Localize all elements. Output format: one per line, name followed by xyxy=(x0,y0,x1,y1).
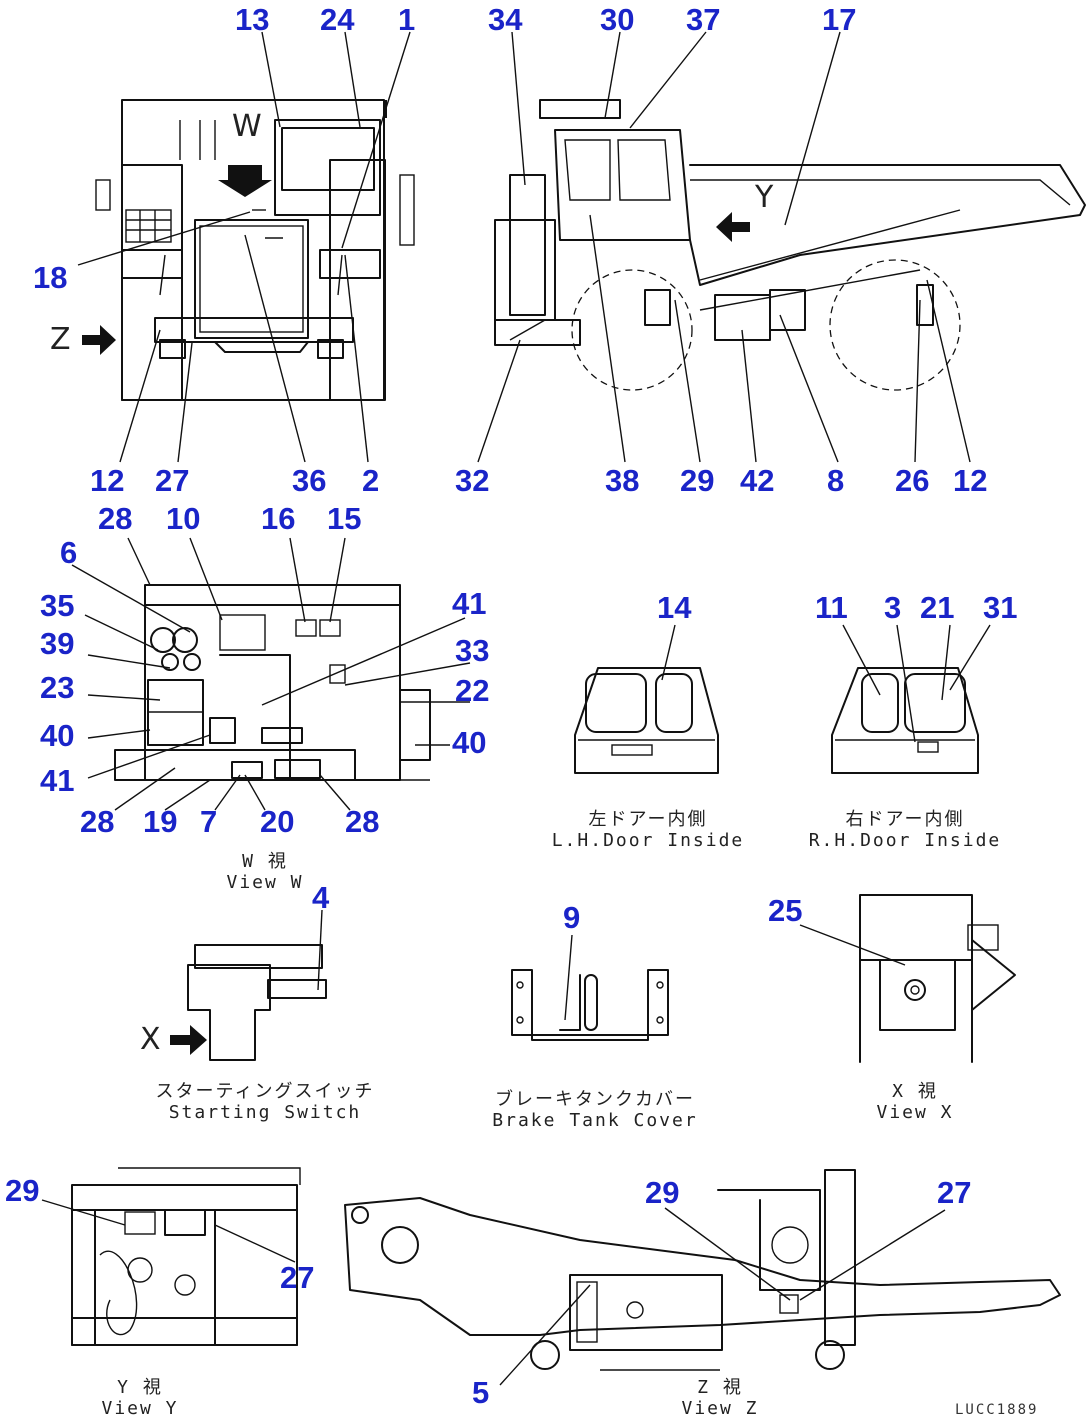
callout-39: 39 xyxy=(40,626,75,661)
callout-3: 3 xyxy=(884,590,902,625)
callout-32: 32 xyxy=(455,463,490,498)
callout-20: 20 xyxy=(260,804,295,839)
callout-29-side: 29 xyxy=(680,463,715,498)
view-x-caption-jp: X 視 xyxy=(892,1081,938,1102)
callout-27-view-y: 27 xyxy=(280,1260,315,1295)
drawing-code: LUCC1889 xyxy=(955,1402,1039,1418)
starting-switch-caption-en: Starting Switch xyxy=(168,1101,362,1123)
callout-1: 1 xyxy=(398,2,416,37)
callout-12-side: 12 xyxy=(953,463,988,498)
callout-6: 6 xyxy=(60,535,78,570)
callout-4: 4 xyxy=(312,880,330,915)
front-view-truck xyxy=(82,99,415,401)
callout-21: 21 xyxy=(920,590,955,625)
callout-29-view-z: 29 xyxy=(645,1175,680,1210)
callout-11: 11 xyxy=(815,590,848,625)
callout-38: 38 xyxy=(605,463,640,498)
callout-29-view-y: 29 xyxy=(5,1173,40,1208)
callout-24: 24 xyxy=(320,2,355,37)
view-y-caption-en: View Y xyxy=(101,1397,179,1419)
view-w-caption-en: View W xyxy=(226,871,304,893)
view-y-caption: Y 視 View Y xyxy=(95,1377,185,1419)
view-z-caption-en: View Z xyxy=(681,1397,759,1419)
view-z-caption: Z 視 View Z xyxy=(665,1377,775,1419)
callout-7: 7 xyxy=(200,804,218,839)
callout-37: 37 xyxy=(686,2,721,37)
callout-15: 15 xyxy=(327,501,362,536)
view-letter-x: X xyxy=(140,1022,161,1057)
callout-40-left: 40 xyxy=(40,718,75,753)
callout-22: 22 xyxy=(455,673,490,708)
view-letter-w: W xyxy=(232,109,262,144)
view-w-caption-jp: W 視 xyxy=(242,851,288,872)
view-w-drawing xyxy=(114,584,431,781)
callout-31: 31 xyxy=(983,590,1018,625)
leader-lines xyxy=(41,31,991,1386)
lh-door-caption-en: L.H.Door Inside xyxy=(551,829,745,851)
side-view-truck xyxy=(494,99,1086,391)
callout-33: 33 xyxy=(455,633,490,668)
callout-26: 26 xyxy=(895,463,930,498)
brake-tank-cover-drawing xyxy=(511,969,669,1041)
callout-23: 23 xyxy=(40,670,75,705)
lh-door-caption: 左ドアー内側 L.H.Door Inside xyxy=(548,809,748,851)
brake-tank-cover-caption: ブレーキタンクカバー Brake Tank Cover xyxy=(485,1089,705,1131)
callout-35: 35 xyxy=(40,588,75,623)
callout-18: 18 xyxy=(33,260,68,295)
callout-2: 2 xyxy=(362,463,380,498)
callout-19: 19 xyxy=(143,804,178,839)
view-z-drawing xyxy=(344,1169,1061,1371)
callout-25: 25 xyxy=(768,893,803,928)
view-y-caption-jp: Y 視 xyxy=(117,1377,163,1398)
callout-30: 30 xyxy=(600,2,635,37)
view-letter-y: Y xyxy=(755,180,774,215)
callout-12-front: 12 xyxy=(90,463,125,498)
view-x-caption: X 視 View X xyxy=(865,1081,965,1123)
callout-27-front: 27 xyxy=(155,463,190,498)
view-w-caption: W 視 View W xyxy=(205,851,325,893)
callout-28-bottom-right: 28 xyxy=(345,804,380,839)
callout-16: 16 xyxy=(261,501,296,536)
callout-9: 9 xyxy=(563,900,581,935)
rh-door-drawing xyxy=(831,667,979,774)
callout-40-right: 40 xyxy=(452,725,487,760)
callout-13: 13 xyxy=(235,2,270,37)
callout-41-right: 41 xyxy=(452,586,487,621)
view-x-drawing xyxy=(859,894,1016,1063)
brake-tank-cover-caption-jp: ブレーキタンクカバー xyxy=(495,1089,695,1110)
view-y-drawing xyxy=(71,1167,301,1346)
rh-door-caption-jp: 右ドアー内側 xyxy=(845,809,965,830)
callout-5: 5 xyxy=(472,1375,490,1410)
callout-36: 36 xyxy=(292,463,327,498)
view-z-caption-jp: Z 視 xyxy=(697,1377,743,1398)
brake-tank-cover-caption-en: Brake Tank Cover xyxy=(492,1109,698,1131)
lh-door-drawing xyxy=(574,667,719,774)
callout-28-bottom-left: 28 xyxy=(80,804,115,839)
rh-door-caption-en: R.H.Door Inside xyxy=(808,829,1002,851)
starting-switch-caption-jp: スターティングスイッチ xyxy=(155,1081,375,1102)
rh-door-caption: 右ドアー内側 R.H.Door Inside xyxy=(805,809,1005,851)
callout-34: 34 xyxy=(488,2,523,37)
callout-42: 42 xyxy=(740,463,775,498)
callout-10: 10 xyxy=(166,501,201,536)
callout-28-top: 28 xyxy=(98,501,133,536)
starting-switch-drawing xyxy=(170,944,327,1061)
callout-41-left: 41 xyxy=(40,763,75,798)
view-x-caption-en: View X xyxy=(876,1101,954,1123)
view-letter-z: Z xyxy=(50,322,71,357)
callout-8: 8 xyxy=(827,463,845,498)
starting-switch-caption: スターティングスイッチ Starting Switch xyxy=(150,1081,380,1123)
lh-door-caption-jp: 左ドアー内側 xyxy=(588,809,708,830)
callout-14: 14 xyxy=(657,590,692,625)
callout-17: 17 xyxy=(822,2,857,37)
callout-27-view-z: 27 xyxy=(937,1175,972,1210)
